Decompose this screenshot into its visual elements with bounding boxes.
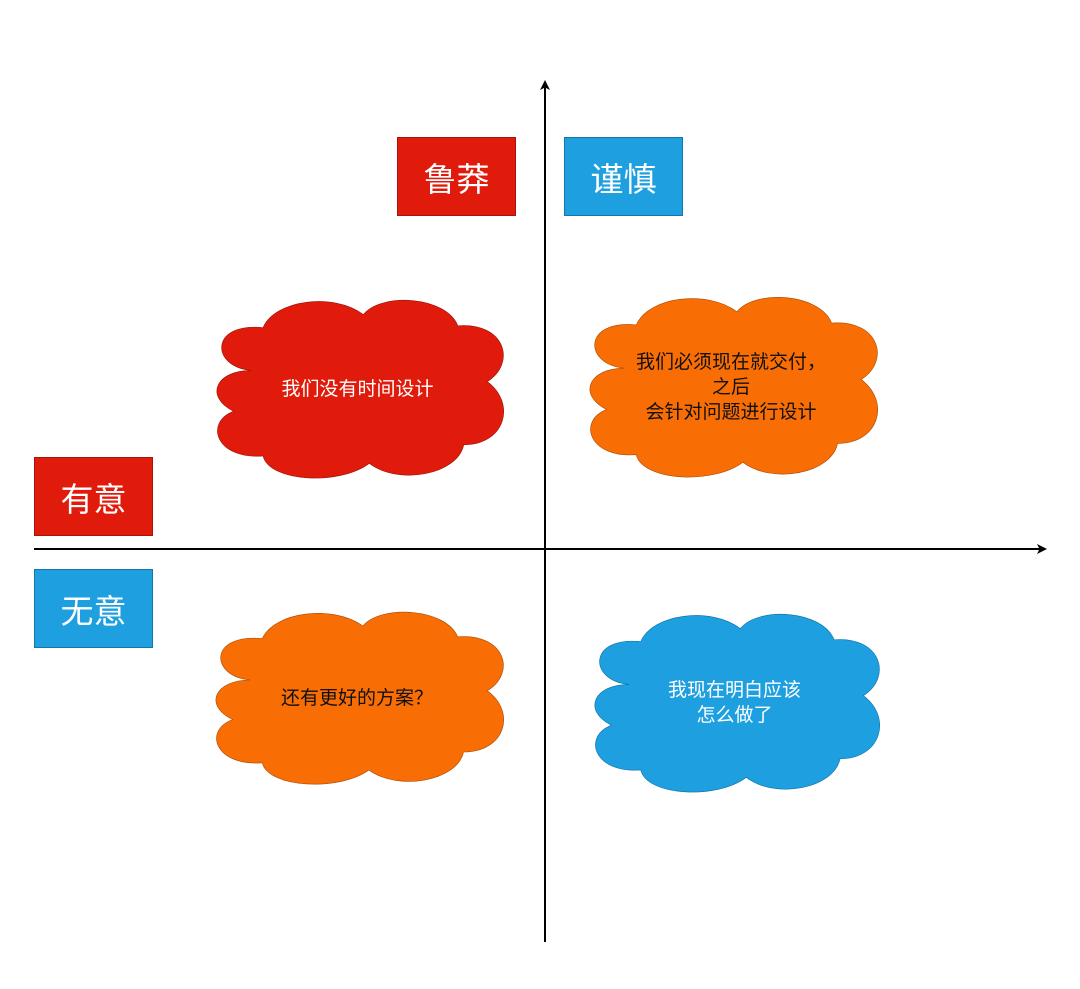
cloud-top-right: 我们必须现在就交付， 之后 会针对问题进行设计 [583, 293, 879, 481]
cloud-shape [217, 300, 504, 478]
label-reckless: 鲁莽 [397, 137, 516, 216]
quadrant-text-top-left: 我们没有时间设计 [281, 377, 434, 400]
cloud-bottom-left: 还有更好的方案？ [209, 608, 505, 788]
quadrant-text-bottom-left: 还有更好的方案？ [280, 686, 433, 709]
cloud-shape [595, 614, 880, 792]
cloud-shape [216, 612, 504, 784]
quadrant-text-top-right: 我们必须现在就交付， 之后 会针对问题进行设计 [635, 350, 826, 423]
label-inadvertent: 无意 [34, 569, 153, 648]
cloud-bottom-right: 我现在明白应该 怎么做了 [588, 610, 881, 796]
quadrant-text-bottom-right: 我现在明白应该 怎么做了 [667, 679, 801, 726]
label-deliberate: 有意 [34, 457, 153, 536]
cloud-top-left: 我们没有时间设计 [210, 296, 505, 482]
cloud-shape [590, 297, 878, 477]
label-prudent: 谨慎 [564, 137, 683, 216]
